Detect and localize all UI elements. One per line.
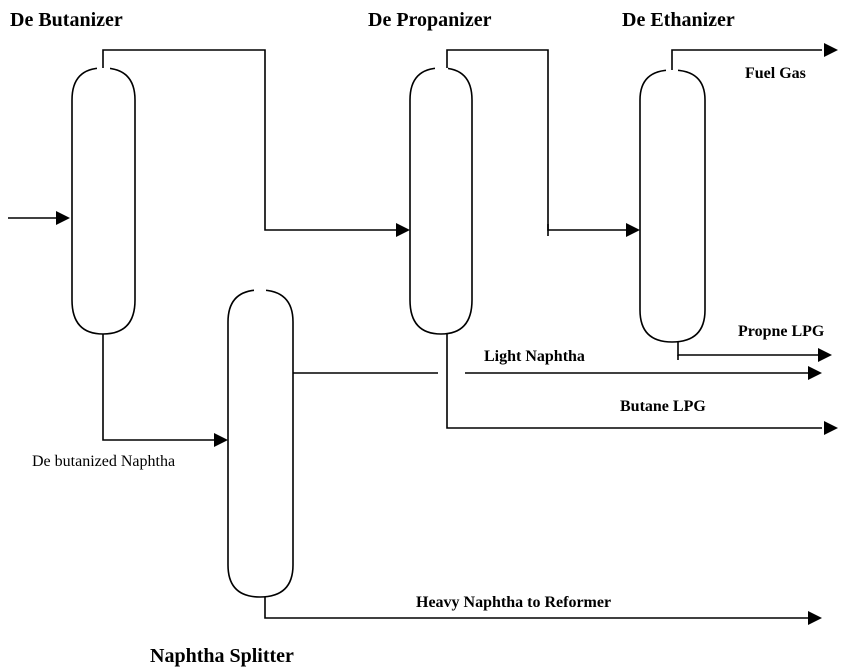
propene-lpg-label: Propne LPG	[738, 323, 825, 340]
butane-lpg-arrowhead	[824, 421, 838, 435]
light-naphtha-arrowhead	[808, 366, 822, 380]
heavy-naphtha-line	[264, 597, 808, 619]
depropanizer-title: De Propanizer	[368, 9, 492, 31]
deethanizer-column	[639, 69, 706, 343]
heavy-naphtha-arrowhead	[808, 611, 822, 625]
naphtha-splitter-column	[227, 289, 294, 598]
fuel-gas-line	[671, 49, 822, 70]
propene-lpg-line	[677, 342, 818, 356]
debutanized-naphtha-label: De butanized Naphtha	[32, 453, 175, 470]
debutanized-naphtha-arrowhead	[214, 433, 228, 447]
propene-lpg-arrowhead	[818, 348, 832, 362]
depropanizer-column	[409, 67, 473, 335]
feed-arrowhead	[56, 211, 70, 225]
fuel-gas-arrowhead	[824, 43, 838, 57]
deethanizer-title: De Ethanizer	[622, 9, 735, 31]
deethanizer-feed-arrowhead	[626, 223, 640, 237]
butane-lpg-label: Butane LPG	[620, 398, 706, 415]
depropanizer-overhead-line	[446, 49, 628, 231]
fuel-gas-label: Fuel Gas	[745, 65, 806, 82]
light-naphtha-label: Light Naphtha	[484, 348, 585, 365]
debutanized-naphtha-line	[102, 334, 214, 441]
depropanizer-feed-arrowhead	[396, 223, 410, 237]
naphtha-splitter-title: Naphtha Splitter	[150, 645, 294, 667]
debutanizer-overhead-line	[102, 49, 398, 231]
debutanizer-column	[71, 67, 136, 335]
butane-lpg-line	[446, 334, 822, 429]
debutanizer-title: De Butanizer	[10, 9, 123, 31]
heavy-naphtha-label: Heavy Naphtha to Reformer	[416, 594, 611, 611]
